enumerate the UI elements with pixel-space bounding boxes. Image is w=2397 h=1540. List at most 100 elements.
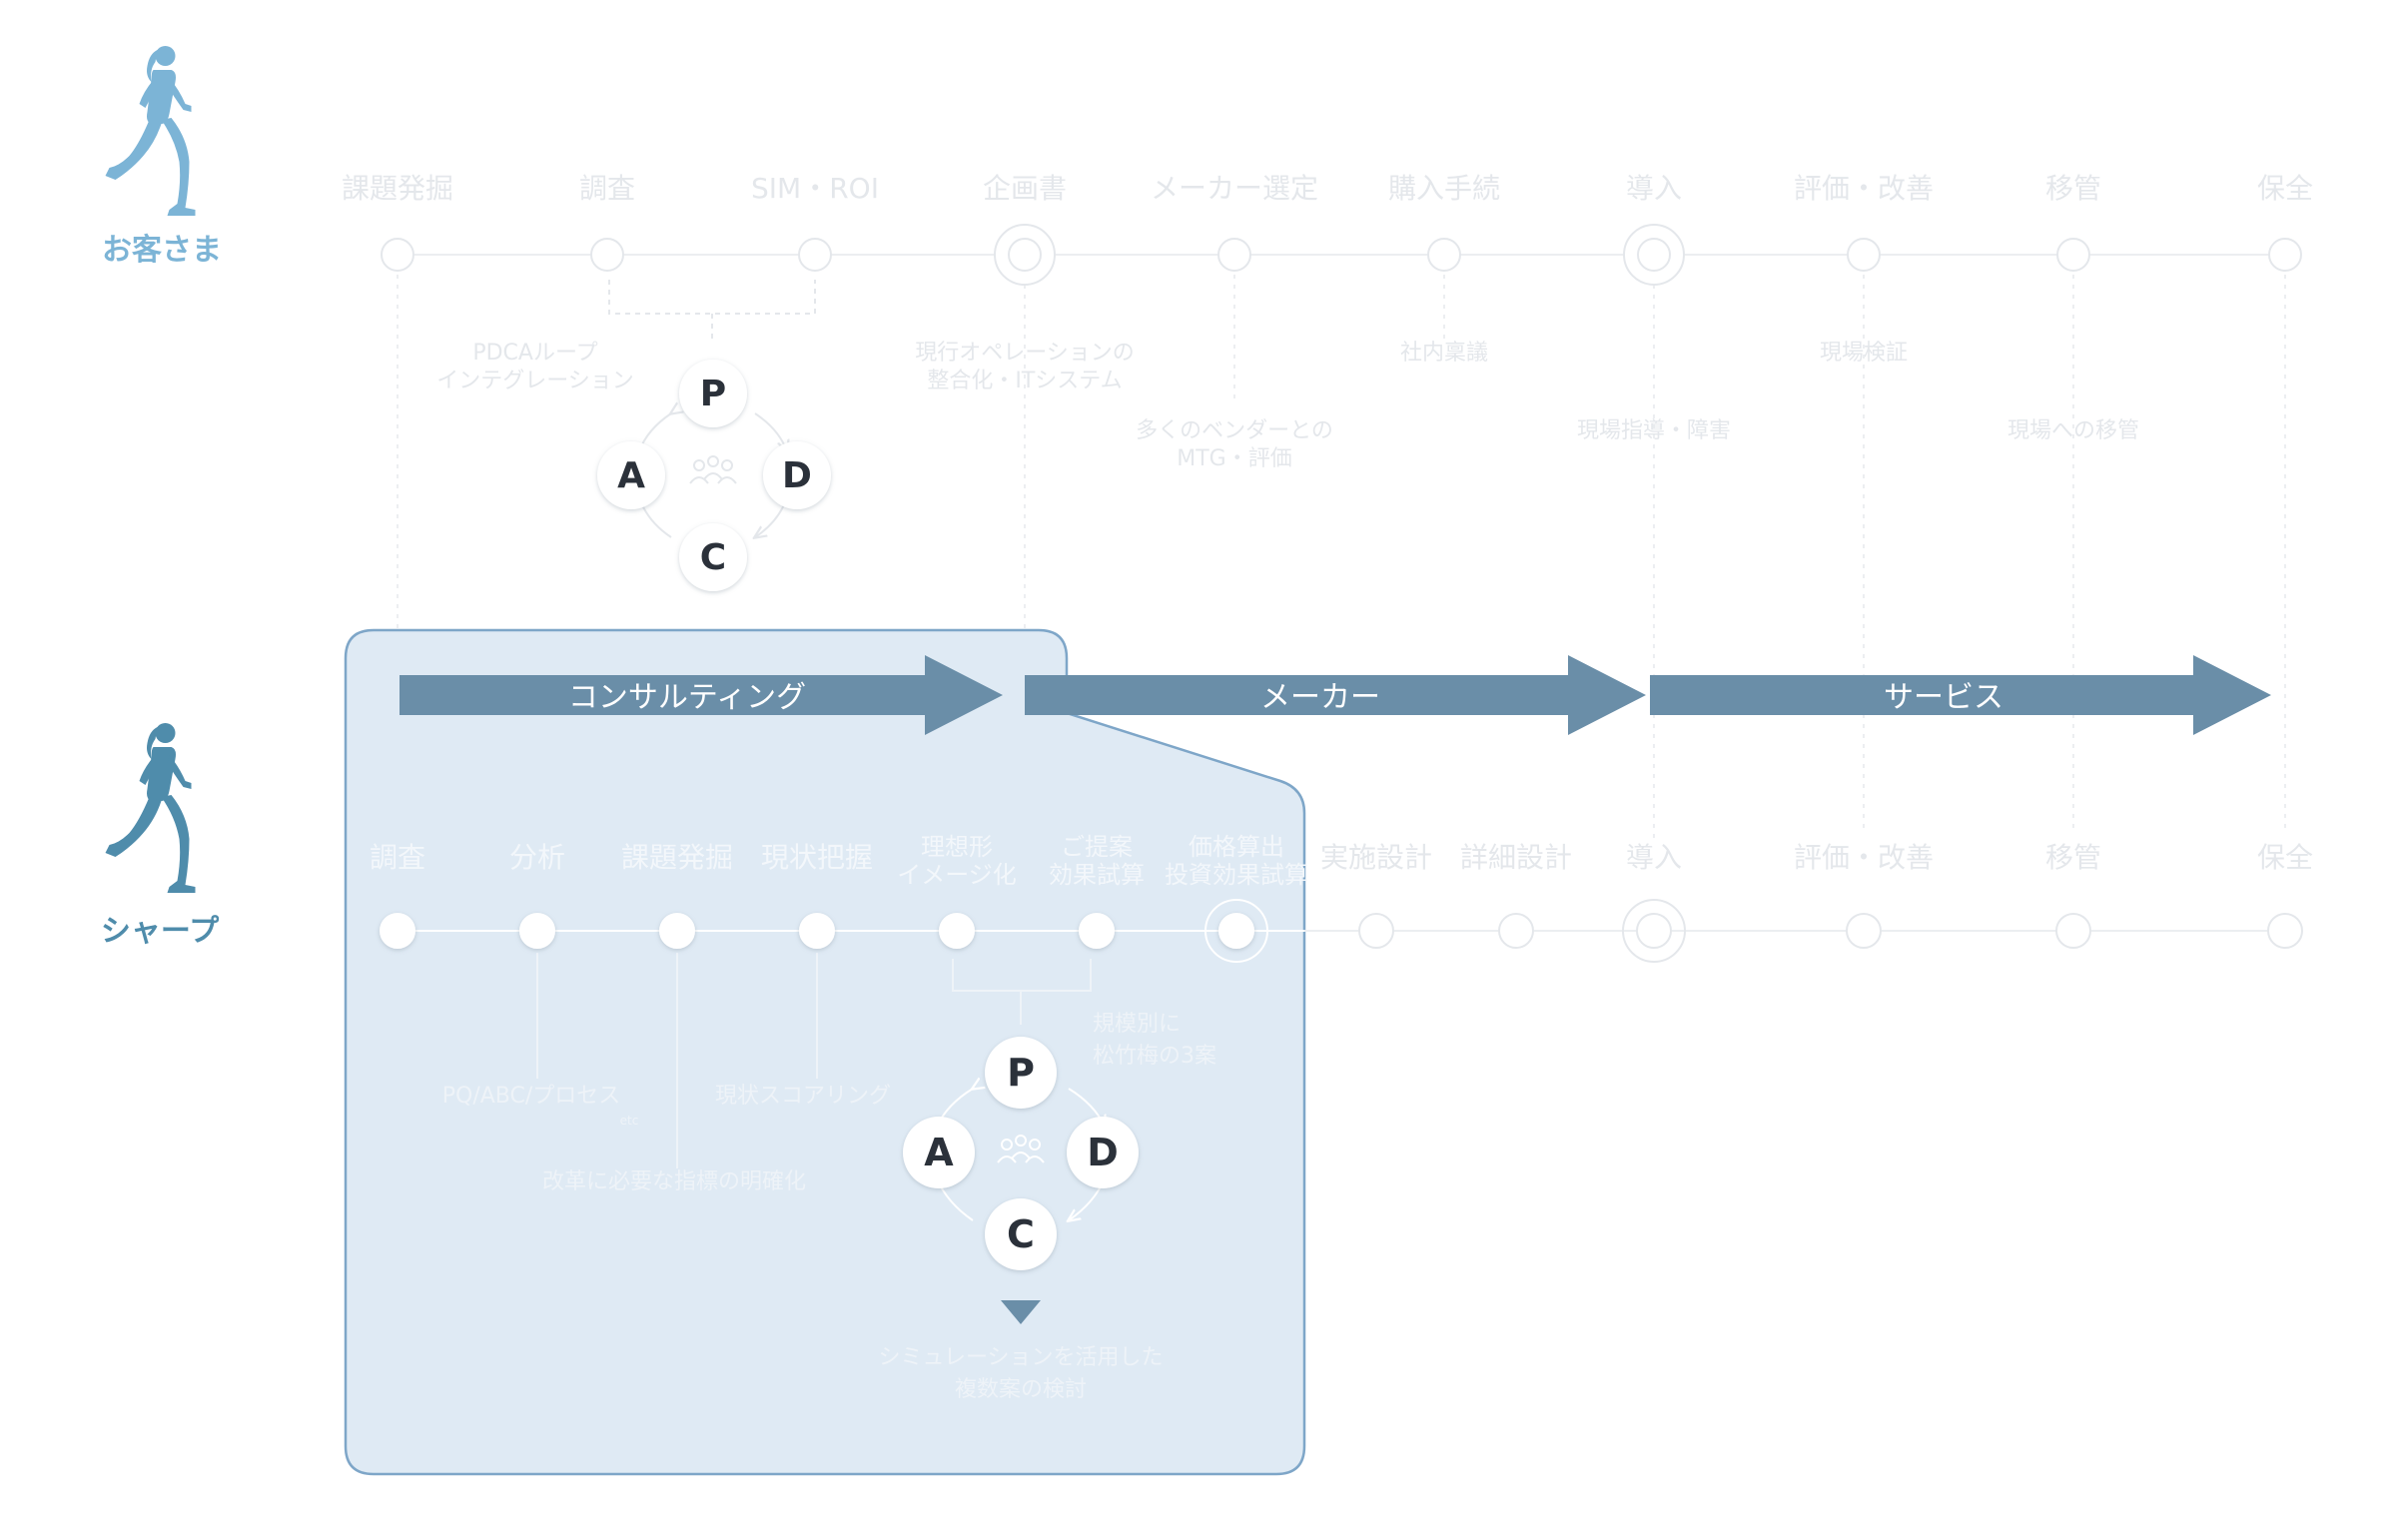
customer-note: 現場指導・障害 [1577,418,1731,443]
sharp-step-node [519,913,555,949]
phase-arrows: コンサルティング メーカー サービス [400,655,2271,735]
customer-step-label: 企画書 [983,172,1067,205]
customer-step-node [2056,238,2090,272]
customer-runner-icon [105,46,196,216]
sharp-team-icon [997,1135,1045,1163]
sharp-step-label: 投資効果試算 [1165,861,1308,889]
customer-step-label: 調査 [579,172,635,205]
sharp-step-node [939,913,975,949]
sharp-step-label: 課題発掘 [621,841,733,874]
svg-text:D: D [782,455,812,496]
customer-step-node [2268,238,2302,272]
sharp-runner-icon [105,723,196,893]
sharp-pdca-a: A [903,1117,975,1188]
sharp-milestone-ring [1204,899,1268,963]
svg-text:D: D [1087,1131,1119,1174]
customer-note: 現場検証 [1820,341,1908,366]
svg-text:A: A [617,455,645,496]
sharp-lane: シャープ 調査分析課題発掘現状把握理想形イメージ化ご提案効果試算価格算出投資効果… [101,723,2313,1402]
customer-pdca-a: A [597,441,665,509]
customer-note: 現行オペレーションの [915,341,1135,366]
sharp-note-pq: PQ/ABC/プロセス [442,1084,621,1109]
customer-note: MTG・評価 [1177,446,1291,471]
customer-note: 現場への移管 [2007,418,2139,443]
customer-pdca-d: D [763,441,831,509]
sharp-step-node [659,913,695,949]
customer-step-label: 移管 [2045,172,2101,205]
customer-note: 多くのベンダーとの [1136,418,1333,443]
customer-step-node [1847,238,1881,272]
customer-step-node [1427,238,1461,272]
customer-bracket [608,280,816,340]
sharp-note-plans-1: 規模別に [1093,1012,1181,1037]
sharp-step-label: 分析 [509,841,565,874]
customer-note: 整合化・ITシステム [927,369,1122,393]
sharp-step-label: 価格算出 [1189,833,1284,861]
sharp-pdca-cycle: P A D C [903,1037,1139,1270]
customer-step-node [1637,238,1671,272]
sharp-step-label: ご提案 [1061,833,1133,861]
sharp-note-etc: etc [620,1114,639,1128]
sharp-step-label: 実施設計 [1320,841,1432,874]
customer-pdca-cycle: P A D C [597,360,831,591]
customer-step-label: 購入手続 [1388,172,1500,205]
sharp-step-node [799,913,835,949]
sharp-note-simulation-2: 複数案の検討 [955,1377,1087,1402]
customer-step-node [798,238,832,272]
customer-pdca-p: P [679,360,747,427]
sharp-pdca-c: C [985,1198,1057,1270]
sharp-note-scoring: 現状スコアリング [715,1084,891,1109]
result-down-arrow [1001,1300,1041,1324]
customer-label: お客さま [102,233,222,268]
sharp-step-node [380,913,415,949]
sharp-note-plans-2: 松竹梅の3案 [1093,1044,1216,1069]
sharp-label: シャープ [101,914,220,949]
service-arrow: サービス [1650,655,2271,735]
sharp-step-node [2055,913,2091,949]
sharp-pdca-d: D [1067,1117,1139,1188]
customer-note: PDCAループ [472,341,597,366]
customer-pdca-c: C [679,523,747,591]
consulting-highlight-panel [344,628,1306,1476]
sharp-step-label: 効果試算 [1049,861,1145,889]
customer-step-label: 保全 [2257,172,2313,205]
svg-text:P: P [1007,1051,1035,1095]
sharp-step-label: 導入 [1626,841,1682,874]
svg-text:コンサルティング: コンサルティング [568,680,806,715]
sharp-notes: PQ/ABC/プロセス etc 現状スコアリング 改革に必要な指標の明確化 規模… [442,1012,1216,1194]
customer-team-icon [689,455,737,484]
customer-note: 社内稟議 [1400,341,1488,366]
customer-step-node [1008,238,1042,272]
consulting-arrow: コンサルティング [400,655,1003,735]
sharp-step-node [1079,913,1115,949]
sharp-step-label: 調査 [370,841,425,874]
sharp-step-label: 理想形 [921,833,993,861]
sharp-step-label: イメージ化 [897,861,1017,889]
sharp-step-node [2267,913,2303,949]
sharp-step-label: 保全 [2257,841,2313,874]
svg-text:サービス: サービス [1884,680,2003,715]
sharp-step-label: 詳細設計 [1460,841,1572,874]
sharp-pdca-p: P [985,1037,1057,1109]
customer-step-node [1217,238,1251,272]
svg-text:メーカー: メーカー [1260,680,1380,715]
sharp-step-label: 評価・改善 [1794,841,1934,874]
svg-text:C: C [1007,1212,1035,1256]
sharp-step-node [1218,913,1254,949]
sharp-step-node [1358,913,1394,949]
sharp-milestone-ring [1622,899,1686,963]
svg-text:P: P [700,374,726,414]
customer-step-label: 課題発掘 [342,172,453,205]
customer-step-label: メーカー選定 [1151,172,1318,205]
customer-note: インテグレーション [436,369,634,393]
svg-text:C: C [700,537,726,578]
sharp-step-node [1846,913,1882,949]
customer-step-node [590,238,624,272]
sharp-step-node [1498,913,1534,949]
svg-text:A: A [924,1131,954,1174]
customer-step-label: 評価・改善 [1794,172,1934,205]
sharp-step-node [1636,913,1672,949]
sharp-step-label: 移管 [2045,841,2101,874]
